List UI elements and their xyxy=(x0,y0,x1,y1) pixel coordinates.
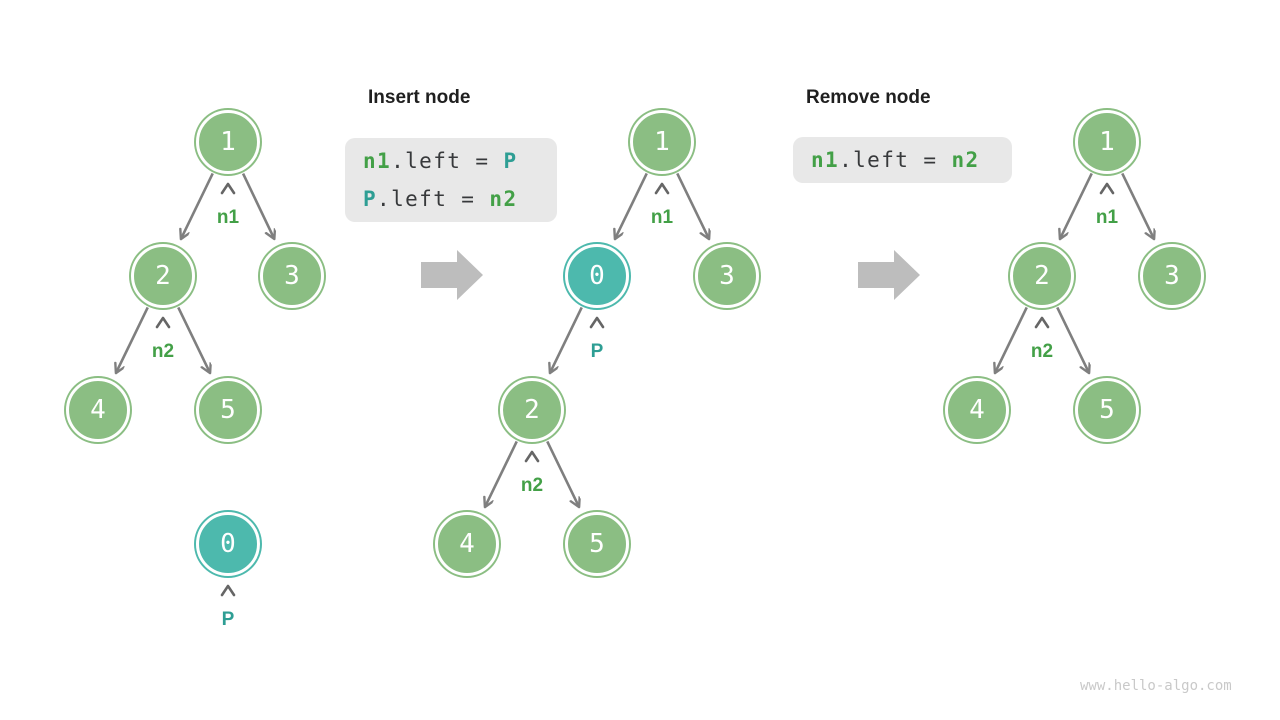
code-segment: P xyxy=(503,149,518,173)
tree-node: 2 xyxy=(131,244,195,308)
pointer-label: P xyxy=(221,609,235,630)
code-segment: P xyxy=(363,187,378,211)
pointer-caret-icon xyxy=(589,316,605,329)
tree-edge xyxy=(181,172,214,238)
tree-edge xyxy=(177,306,209,372)
code-line: n1.left = P xyxy=(363,142,539,180)
pointer-label: P xyxy=(590,341,604,362)
tree-node: 4 xyxy=(435,512,499,576)
tree-node: 0 xyxy=(196,512,260,576)
code-line: P.left = n2 xyxy=(363,180,539,218)
tree-node: 4 xyxy=(66,378,130,442)
tree-node: 3 xyxy=(695,244,759,308)
tree-edge xyxy=(241,173,274,239)
pointer-caret-icon xyxy=(1099,182,1115,195)
pointer-caret-icon xyxy=(220,584,236,597)
tree-node: 5 xyxy=(565,512,629,576)
tree-edge xyxy=(1060,172,1093,238)
tree-edge xyxy=(1121,172,1153,238)
code-segment: n2 xyxy=(489,187,518,211)
tree-edge xyxy=(615,172,648,238)
tree-edge xyxy=(676,172,708,238)
tree-edge xyxy=(116,306,149,372)
transform-arrow-icon xyxy=(421,250,483,300)
tree-edge xyxy=(995,306,1028,372)
pointer-caret-icon xyxy=(524,450,540,463)
pointer-label: n1 xyxy=(216,207,240,228)
pointer-caret-icon xyxy=(654,182,670,195)
pointer-label: n1 xyxy=(650,207,674,228)
tree-node: 1 xyxy=(196,110,260,174)
tree-node: 3 xyxy=(1140,244,1204,308)
tree-node: 1 xyxy=(630,110,694,174)
pointer-caret-icon xyxy=(1034,316,1050,329)
tree-edge xyxy=(485,440,518,506)
pointer-label: n2 xyxy=(520,475,544,496)
tree-node: 2 xyxy=(1010,244,1074,308)
remove-code-box: n1.left = n2 xyxy=(793,137,1012,183)
tree-node: 1 xyxy=(1075,110,1139,174)
tree-node: 4 xyxy=(945,378,1009,442)
tree-edge xyxy=(546,440,578,506)
code-segment: n1 xyxy=(811,148,840,172)
tree-node: 2 xyxy=(500,378,564,442)
tree-node: 5 xyxy=(196,378,260,442)
pointer-caret-icon xyxy=(220,182,236,195)
code-segment: .left = xyxy=(377,187,490,211)
code-line: n1.left = n2 xyxy=(811,141,994,179)
tree-edge xyxy=(1056,306,1088,372)
pointer-label: n1 xyxy=(1095,207,1119,228)
code-segment: n2 xyxy=(951,148,980,172)
pointer-label: n2 xyxy=(1030,341,1054,362)
code-segment: .left = xyxy=(391,149,504,173)
tree-node: 0 xyxy=(565,244,629,308)
tree-edge xyxy=(550,306,583,372)
insert-node-title: Insert node xyxy=(368,87,471,108)
remove-node-title: Remove node xyxy=(806,87,931,108)
code-segment: .left = xyxy=(839,148,952,172)
transform-arrow-icon xyxy=(858,250,920,300)
tree-node: 5 xyxy=(1075,378,1139,442)
code-segment: n1 xyxy=(363,149,392,173)
pointer-label: n2 xyxy=(151,341,175,362)
pointer-caret-icon xyxy=(155,316,171,329)
tree-node: 3 xyxy=(260,244,324,308)
watermark: www.hello-algo.com xyxy=(1080,678,1232,694)
